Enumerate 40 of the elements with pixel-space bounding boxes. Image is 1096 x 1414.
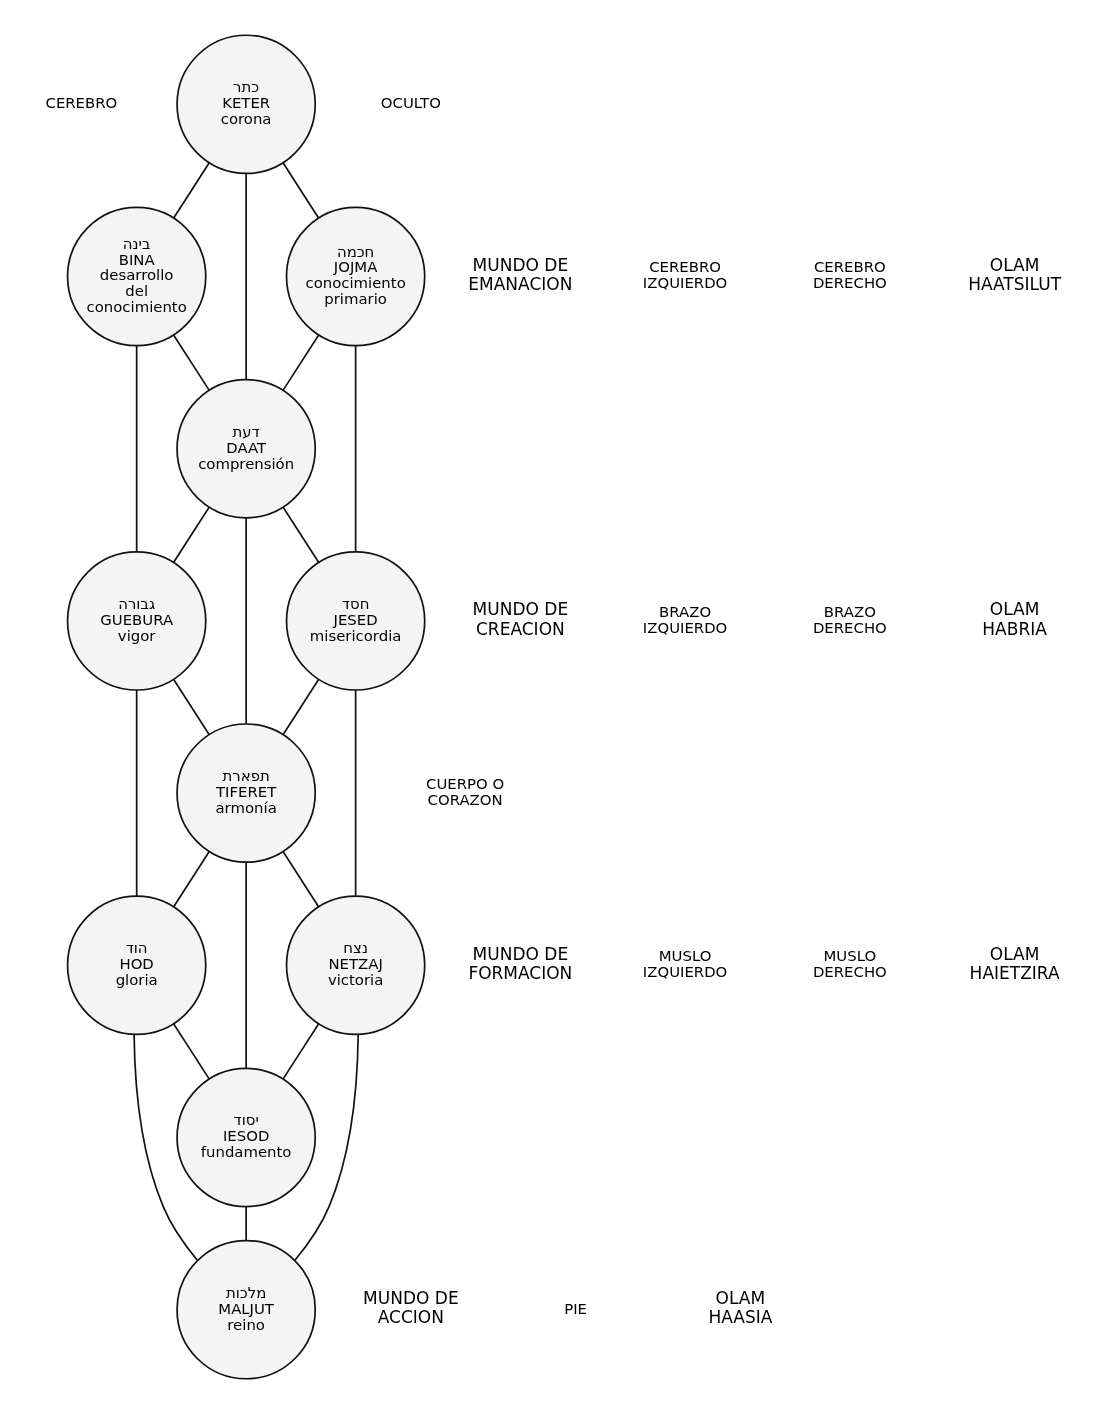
label: PIE xyxy=(564,1299,588,1318)
connector xyxy=(172,506,210,564)
connector xyxy=(172,678,210,736)
connector xyxy=(245,1205,247,1242)
label: CEREBRO DERECHO xyxy=(812,258,887,293)
connector xyxy=(282,850,320,908)
label: MUNDO DE EMANACION xyxy=(468,255,573,295)
connector xyxy=(294,1033,360,1261)
label: CEREBRO IZQUIERDO xyxy=(642,258,728,293)
connector xyxy=(282,678,320,736)
connector xyxy=(245,516,247,725)
connector xyxy=(282,506,320,564)
label: MUSLO DERECHO xyxy=(812,947,887,982)
label: MUNDO DE FORMACION xyxy=(468,943,573,983)
connector xyxy=(282,334,320,391)
label: CUERPO O CORAZON xyxy=(426,775,505,809)
label: OCULTO xyxy=(380,94,441,113)
connector xyxy=(172,850,210,908)
label: BRAZO DERECHO xyxy=(812,602,887,637)
connector xyxy=(133,1033,199,1261)
connector xyxy=(354,344,357,553)
connector xyxy=(135,344,138,553)
label: CEREBRO xyxy=(45,94,118,113)
label: MUNDO DE CREACION xyxy=(472,599,569,639)
label: OLAM HABRIA xyxy=(982,599,1047,639)
connector xyxy=(172,334,210,391)
connector xyxy=(282,1023,320,1080)
connector xyxy=(245,861,247,1070)
label: MUSLO IZQUIERDO xyxy=(642,947,728,982)
label: BRAZO IZQUIERDO xyxy=(642,602,728,637)
connector xyxy=(135,689,138,897)
connector xyxy=(245,172,247,381)
connector xyxy=(282,162,320,219)
connector xyxy=(354,689,357,897)
connector xyxy=(172,1023,210,1080)
label: OLAM HAATSILUT xyxy=(968,255,1062,295)
label: OLAM HAASIA xyxy=(708,1288,773,1328)
label: OLAM HAIETZIRA xyxy=(969,943,1060,983)
connector xyxy=(172,162,210,219)
label: MUNDO DE ACCION xyxy=(363,1288,459,1328)
